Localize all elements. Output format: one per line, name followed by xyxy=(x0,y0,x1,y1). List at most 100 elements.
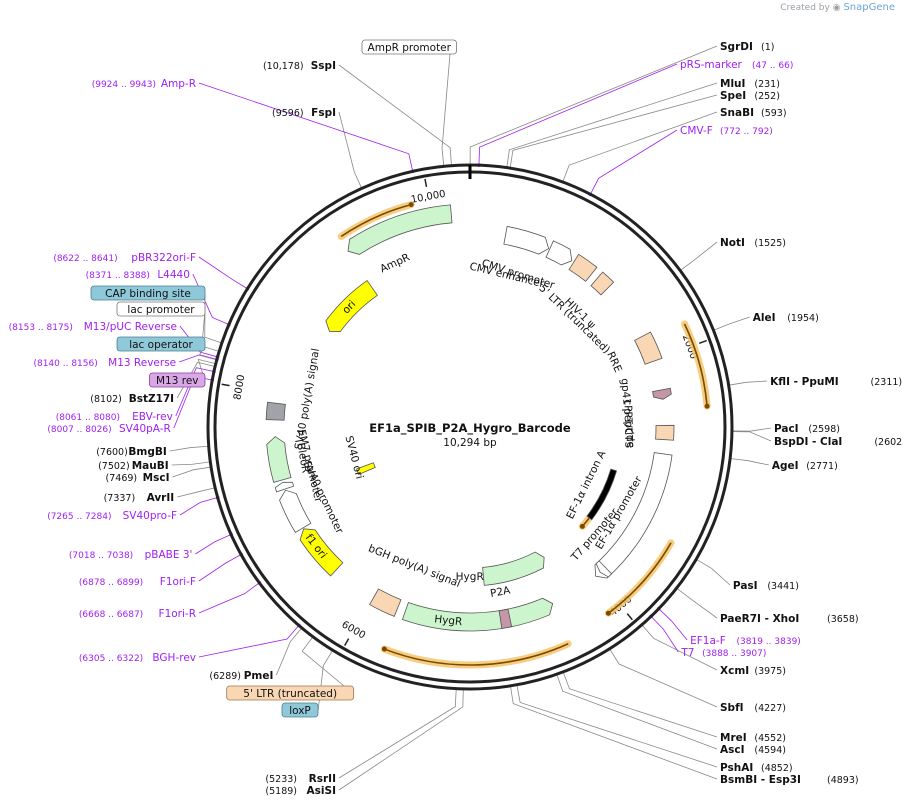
site-sbfi[interactable]: SbfI(4227) xyxy=(720,702,786,714)
feature-label: BleoR xyxy=(294,442,311,474)
site-maubi[interactable]: MauBI(7502) xyxy=(98,460,169,472)
feature-shape xyxy=(586,468,618,521)
site-name: PasI xyxy=(733,580,758,592)
primer-name: Amp-R xyxy=(161,78,196,90)
site-bmgbi[interactable]: BmgBI(7600) xyxy=(96,446,167,458)
leader-line xyxy=(198,256,248,290)
site-name: XcmI xyxy=(720,665,749,677)
feature-shape xyxy=(503,225,550,255)
site-noti[interactable]: NotI(1525) xyxy=(720,237,786,249)
site-agei[interactable]: AgeI(2771) xyxy=(772,460,838,472)
primer-f1ori-r[interactable]: F1ori-R(6668 .. 6687) xyxy=(79,608,196,620)
feature-label: EF-1α intron A xyxy=(564,448,608,521)
feature-hygr[interactable]: HygR xyxy=(456,551,545,586)
feature-label: HygR xyxy=(434,613,463,628)
leader-line xyxy=(179,497,218,516)
site-alei[interactable]: AleI(1954) xyxy=(753,312,819,324)
primer-pbr322ori-f[interactable]: pBR322ori-F(8622 .. 8641) xyxy=(53,252,196,264)
primer-pbabe-3[interactable]: pBABE 3'(7018 .. 7038) xyxy=(69,549,192,561)
site-paci[interactable]: PacI(2598) xyxy=(774,423,840,435)
orf-arc xyxy=(340,203,412,238)
primer-l4440[interactable]: L4440(8371 .. 8388) xyxy=(86,269,190,281)
primer-name: M13/pUC Reverse xyxy=(84,321,177,333)
primer-ef1a-f[interactable]: EF1a-F(3819 .. 3839) xyxy=(690,635,801,647)
site-bstz17i[interactable]: BstZ17I(8102) xyxy=(90,393,174,405)
primer-m13-reverse[interactable]: M13 Reverse(8140 .. 8156) xyxy=(33,357,176,369)
site-xcmi[interactable]: XcmI(3975) xyxy=(720,665,786,677)
site-pmei[interactable]: PmeI(6289) xyxy=(209,670,273,682)
site-bspdi-clai[interactable]: BspDI - ClaI(2602) xyxy=(774,436,903,448)
feature-sv40-poly-a-signal[interactable]: SV40 poly(A) signal xyxy=(265,347,322,451)
site-name: AleI xyxy=(753,312,776,324)
leader-line xyxy=(650,616,679,653)
site-position: (7600) xyxy=(96,447,128,458)
feature-ampr[interactable]: AmpR xyxy=(347,204,453,275)
site-asci[interactable]: AscI(4594) xyxy=(720,744,786,756)
primer-sv40pro-f[interactable]: SV40pro-F(7265 .. 7284) xyxy=(47,510,177,522)
primer-bgh-rev[interactable]: BGH-rev(6305 .. 6322) xyxy=(79,652,196,664)
site-position: (2598) xyxy=(808,424,840,435)
site-avrii[interactable]: AvrII(7337) xyxy=(104,492,175,504)
site-position: (7469) xyxy=(106,473,138,484)
site-mrei[interactable]: MreI(4552) xyxy=(720,732,786,744)
site-name: BspDI - ClaI xyxy=(774,436,842,448)
site-kfli-ppumi[interactable]: KflI - PpuMI(2311) xyxy=(770,376,902,388)
site-position: (6289) xyxy=(209,671,241,682)
site-spei[interactable]: SpeI(252) xyxy=(720,90,780,102)
primer-t7[interactable]: T7(3888 .. 3907) xyxy=(680,647,766,659)
leader-line xyxy=(731,431,772,442)
feature-ori[interactable]: ori xyxy=(325,280,378,332)
leader-line xyxy=(301,636,354,695)
leader-line xyxy=(590,129,678,195)
feature-sv40-ori[interactable]: SV40 ori xyxy=(343,435,376,481)
orf-arc-end xyxy=(704,403,710,409)
feature-cppt-cts[interactable]: cPPT/CTS xyxy=(621,399,675,449)
feature-f1-ori[interactable]: f1 ori xyxy=(299,528,344,577)
site-position: (252) xyxy=(754,91,780,102)
boxed-feature-loxp[interactable]: loxP xyxy=(281,702,319,718)
primer-amp-r[interactable]: Amp-R(9924 .. 9943) xyxy=(92,78,196,90)
site-pasi[interactable]: PasI(3441) xyxy=(733,580,799,592)
site-rsrii[interactable]: RsrII(5233) xyxy=(265,773,336,785)
boxed-feature-m13-rev[interactable]: M13 rev xyxy=(149,372,206,388)
site-asisi[interactable]: AsiSI(5189) xyxy=(265,785,336,797)
feature-shape xyxy=(595,560,613,578)
site-pshai[interactable]: PshAI(4852) xyxy=(720,762,793,774)
leader-line xyxy=(679,241,718,271)
labels: SgrDI(1) MluI(231)SpeI(252) SnaBI(593) NotI… xyxy=(9,39,903,797)
site-mlui[interactable]: MluI(231) xyxy=(720,78,780,90)
boxed-feature-label: CAP binding site xyxy=(105,288,191,300)
site-sgrdi[interactable]: SgrDI(1) xyxy=(720,41,774,53)
feature-label: AmpR xyxy=(378,251,412,275)
site-position: (10,178) xyxy=(263,61,304,72)
primer-range: (8371 .. 8388) xyxy=(86,271,150,281)
site-snabi[interactable]: SnaBI(593) xyxy=(720,107,787,119)
boxed-feature-5-ltr-truncated[interactable]: 5' LTR (truncated) xyxy=(226,685,355,701)
primer-ebv-rev[interactable]: EBV-rev(8061 .. 8080) xyxy=(56,411,173,423)
feature-bleor[interactable]: BleoR xyxy=(266,436,312,483)
primer-f1ori-f[interactable]: F1ori-F(6878 .. 6899) xyxy=(79,576,196,588)
primer-m13-puc-reverse[interactable]: M13/pUC Reverse(8153 .. 8175) xyxy=(9,321,177,333)
boxed-feature-box xyxy=(90,285,206,301)
boxed-feature-ampr-promoter[interactable]: AmpR promoter xyxy=(361,39,457,55)
feature-p2a[interactable]: P2A xyxy=(489,584,513,629)
primer-cmv-f[interactable]: CMV-F(772 .. 792) xyxy=(680,125,773,137)
primer-prs-marker[interactable]: pRS-marker(47 .. 66) xyxy=(680,59,793,71)
boxed-feature-label: 5' LTR (truncated) xyxy=(243,688,337,700)
site-paer7i-xhoi[interactable]: PaeR7I - XhoI(3658) xyxy=(720,613,859,625)
site-position: (4227) xyxy=(754,703,786,714)
primer-sv40pa-r[interactable]: SV40pA-R(8007 .. 8026) xyxy=(47,423,170,435)
site-fspi[interactable]: FspI(9596) xyxy=(272,107,336,119)
primer-name: pBR322ori-F xyxy=(131,252,196,264)
snapgene-credit: Created by ◉ SnapGene xyxy=(780,2,895,13)
site-msci[interactable]: MscI(7469) xyxy=(106,472,170,484)
site-bsmbi-esp3i[interactable]: BsmBI - Esp3I(4893) xyxy=(720,774,859,786)
boxed-feature-lac-operator[interactable]: lac operator xyxy=(116,336,206,352)
feature-hygr[interactable]: HygR xyxy=(401,597,554,632)
site-sspi[interactable]: SspI(10,178) xyxy=(263,60,336,72)
boxed-feature-lac-promoter[interactable]: lac promoter xyxy=(116,301,206,317)
feature-rre[interactable]: RRE xyxy=(604,331,663,374)
boxed-feature-cap-binding-site[interactable]: CAP binding site xyxy=(90,285,206,301)
